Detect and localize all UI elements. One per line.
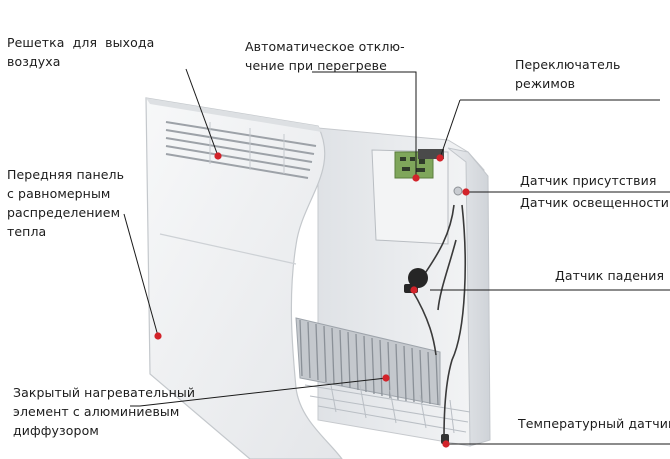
label-presence-sensor: Датчик присутствия <box>520 173 657 188</box>
marker-grille <box>214 152 222 160</box>
marker-mode-switch <box>436 154 444 162</box>
label-air-grille: Решетка для выхода воздуха <box>7 35 155 69</box>
fall-sensor <box>408 268 428 288</box>
panel-emboss <box>159 233 297 265</box>
panel-top-edge <box>146 98 322 132</box>
bottom-grid <box>304 379 471 434</box>
leader-overheat <box>312 71 417 176</box>
label-fall-sensor: Датчик падения <box>555 268 665 283</box>
marker-overheat <box>412 174 420 182</box>
label-heating-element: Закрытый нагревательный элемент с алюмин… <box>13 385 196 438</box>
marker-front-panel <box>154 332 162 340</box>
marker-heater <box>382 374 390 382</box>
marker-presence <box>462 188 470 196</box>
leader-grille <box>185 68 219 157</box>
label-temperature-sensor: Температурный датчик <box>518 416 670 431</box>
label-mode-switch: Переключатель режимов <box>515 57 621 91</box>
presence-sensor-lens <box>453 186 463 196</box>
leader-front-panel <box>123 213 159 337</box>
mode-switch-knob <box>418 149 444 159</box>
label-light-sensor: Датчик освещенности <box>520 195 669 210</box>
front-panel <box>145 97 343 459</box>
label-front-panel: Передняя панель с равномерным распределе… <box>7 167 125 239</box>
air-outlet-grille <box>165 121 317 179</box>
label-overheat-cutoff: Автоматическое отклю- чение при перегрев… <box>245 39 405 73</box>
leader-lines <box>123 68 670 445</box>
leader-heater <box>130 377 387 407</box>
marker-fall <box>410 286 418 294</box>
marker-temperature <box>442 440 450 448</box>
grille-dividers <box>209 122 285 174</box>
leader-mode-down <box>439 99 461 159</box>
red-markers <box>154 152 470 448</box>
housing-side <box>447 147 491 447</box>
